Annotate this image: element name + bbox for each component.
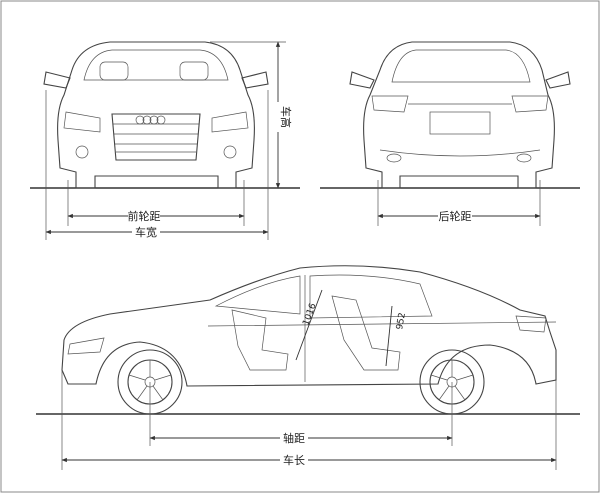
front-right-seat [179, 61, 209, 81]
front-seat-dim-line [295, 289, 323, 361]
rear-track-label-bg [438, 209, 472, 223]
front-logo-rings [135, 115, 166, 125]
height-label-bg [271, 102, 285, 132]
height-label: 车高 [279, 106, 293, 128]
length-label: 车长 [283, 453, 305, 467]
rear-view: 后轮距 [320, 41, 580, 226]
front-grille-bars [113, 123, 199, 153]
length-label-bg [280, 453, 308, 467]
front-view: 前轮距 车宽 车高 [30, 41, 300, 240]
side-taillight [515, 315, 547, 333]
rear-bumper-line [379, 149, 541, 157]
front-right-headlight [211, 111, 249, 133]
rear-right-mirror [545, 71, 571, 89]
license-plate [429, 111, 491, 135]
front-left-seat [99, 61, 129, 81]
front-left-headlight [63, 111, 101, 133]
rear-track-label: 后轮距 [439, 209, 472, 223]
rear-body-outline [363, 41, 555, 189]
front-right-foglight [223, 145, 237, 159]
side-body-outline [61, 265, 557, 387]
side-belt-line [207, 321, 557, 327]
front-windshield [83, 49, 229, 81]
rear-left-mirror [349, 71, 375, 89]
front-seat-dim-label: 1016 [301, 302, 318, 327]
front-left-foglight [75, 145, 89, 159]
left-exhaust [386, 153, 402, 163]
side-headlight [67, 337, 105, 355]
rear-window [391, 49, 531, 83]
side-front-window [214, 275, 301, 315]
side-rear-window [309, 274, 433, 319]
rear-seat-dim-label: 952 [395, 312, 408, 331]
front-track-label-bg [128, 209, 160, 223]
side-front-seat [231, 309, 289, 371]
right-exhaust [516, 153, 532, 163]
width-label-bg [132, 225, 160, 239]
front-right-mirror [241, 71, 269, 89]
front-left-mirror [43, 71, 71, 89]
rear-left-taillight [371, 95, 409, 113]
wheelbase-label: 轴距 [283, 431, 305, 445]
rear-seat-dim-line [385, 305, 393, 367]
wheelbase-label-bg [280, 431, 308, 445]
side-view: 1016 952 [36, 265, 580, 470]
width-label: 车宽 [135, 225, 157, 239]
front-grille [111, 113, 201, 161]
front-track-label: 前轮距 [128, 209, 161, 223]
rear-right-taillight [511, 95, 549, 113]
front-body-outline [57, 41, 255, 189]
side-rear-seat [331, 295, 401, 371]
